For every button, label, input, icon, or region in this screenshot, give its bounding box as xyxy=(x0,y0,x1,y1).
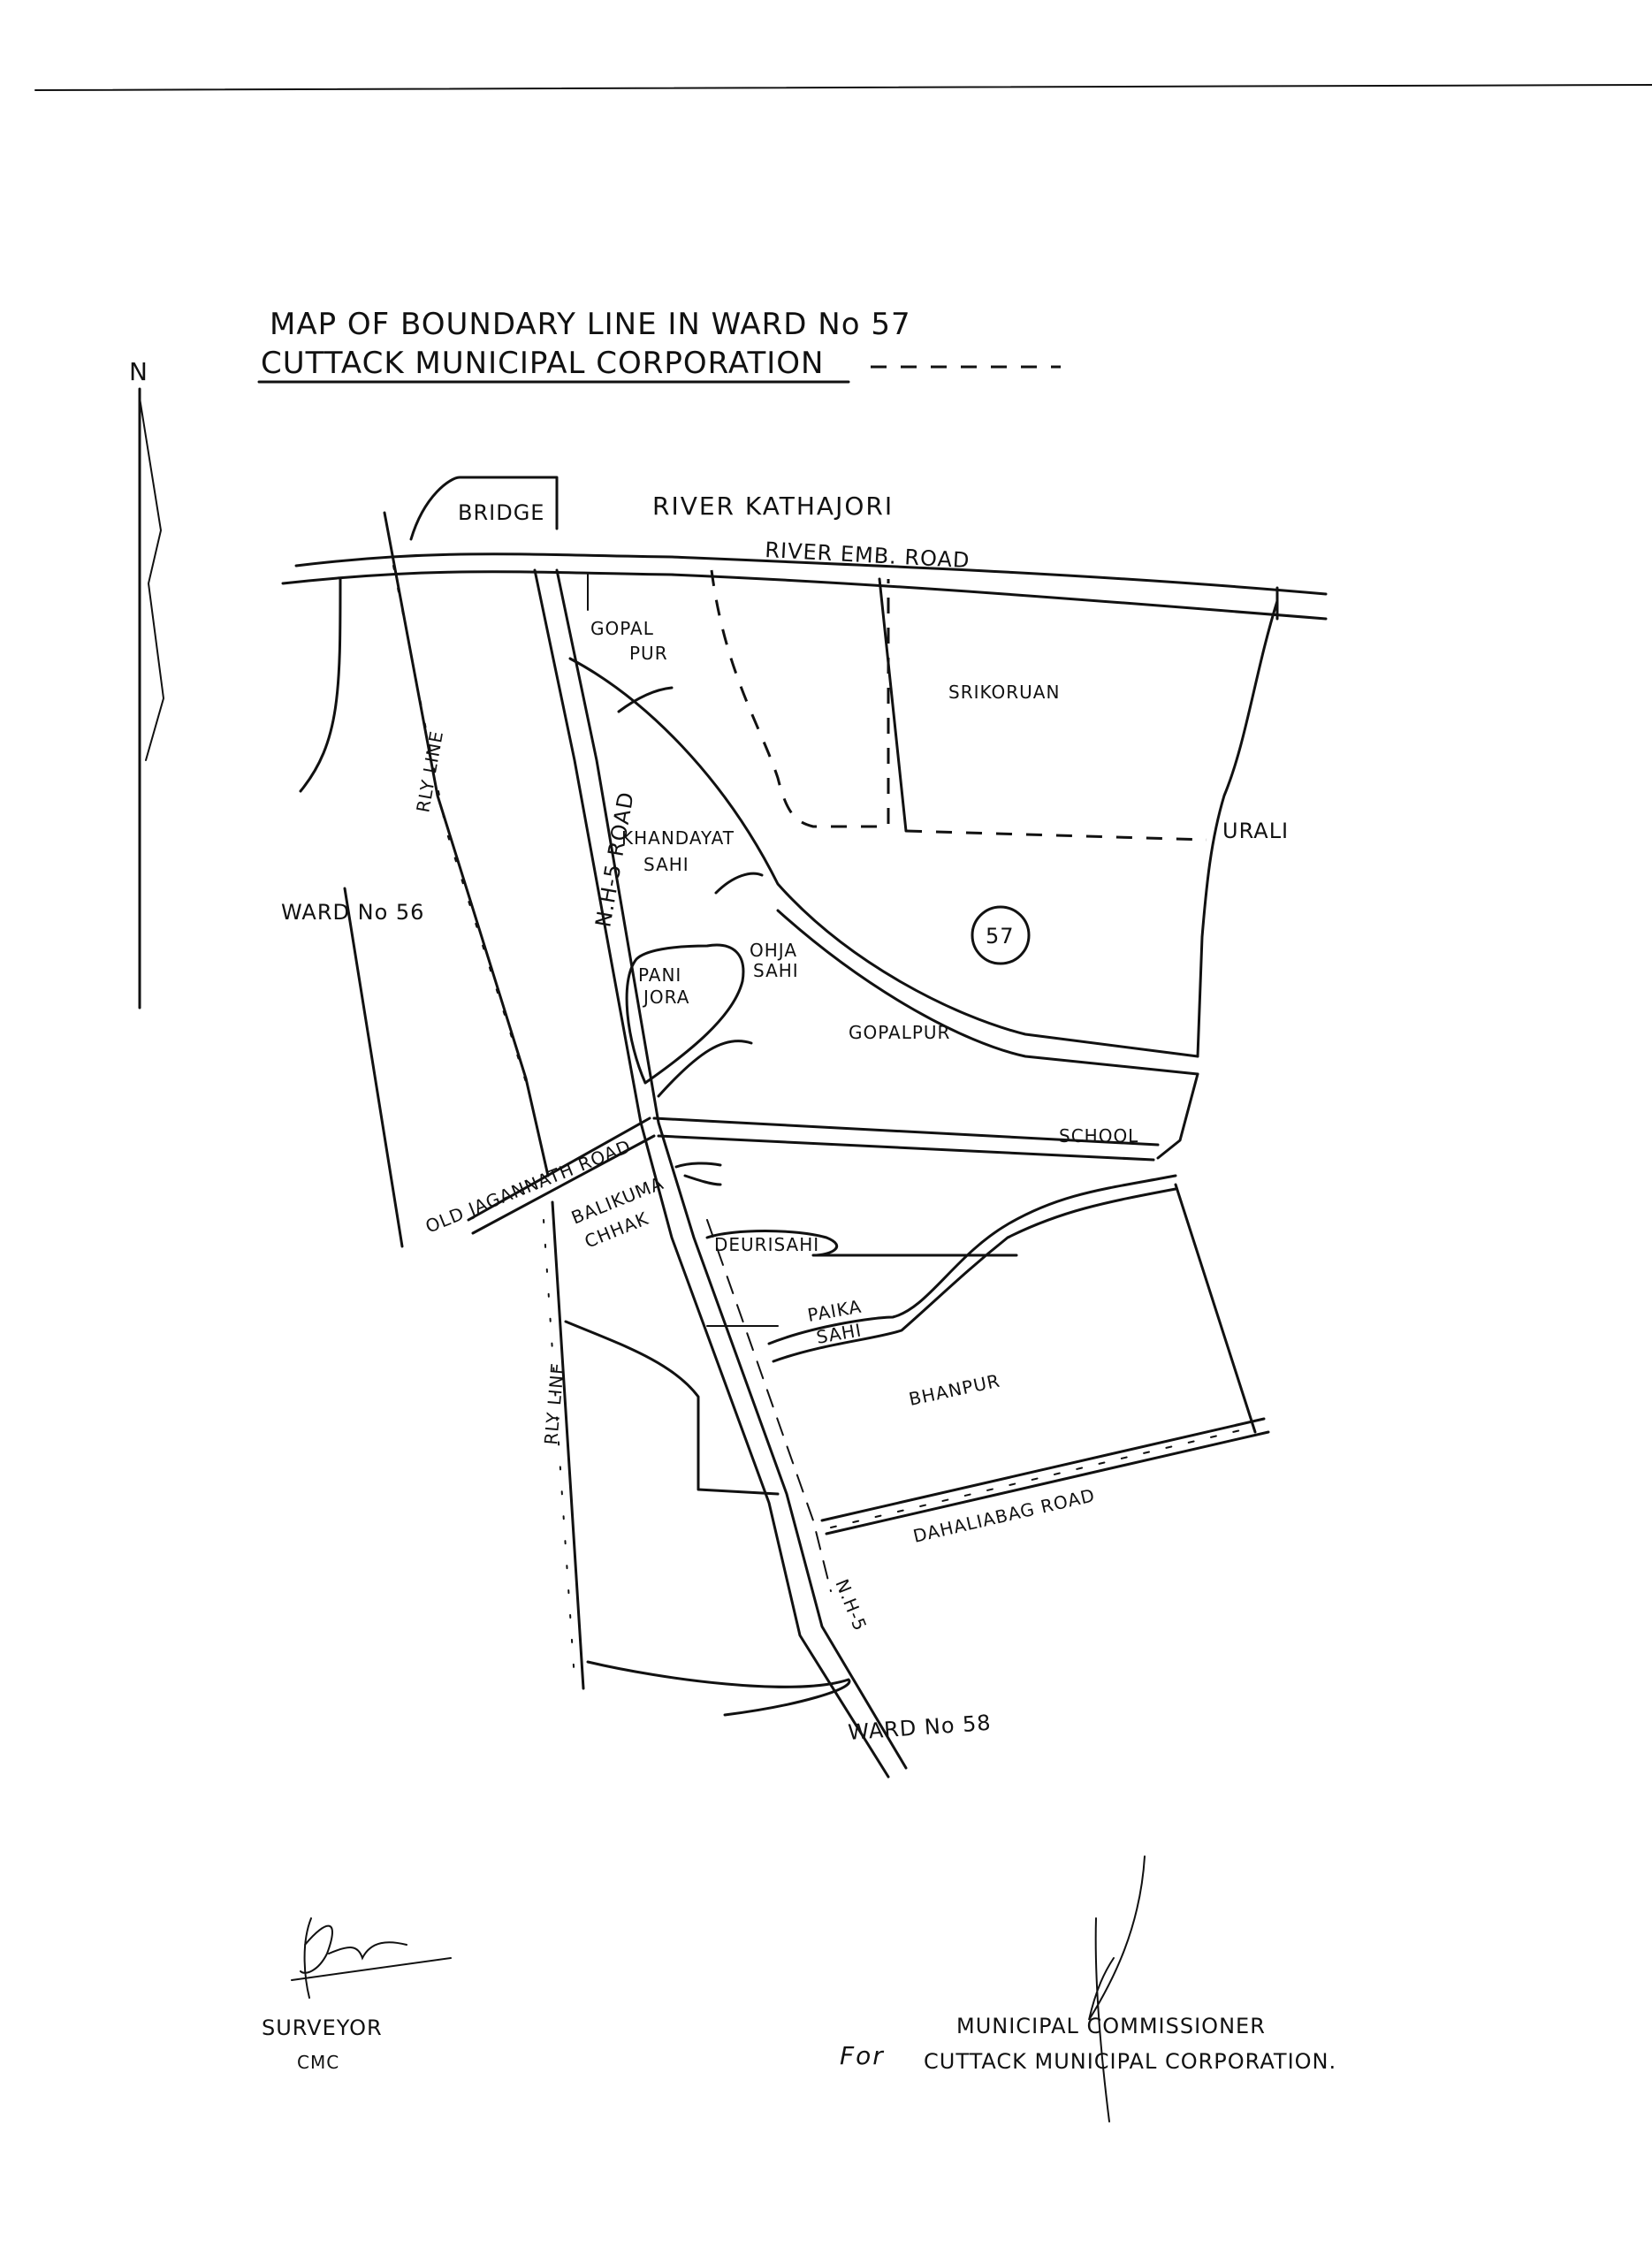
ohja-sahi-label-1: OHJA xyxy=(750,940,797,961)
dahaliabag-dots xyxy=(830,1426,1256,1528)
ward-east-boundary-lower xyxy=(1174,1183,1257,1434)
railway-line-bottom xyxy=(543,1200,585,1690)
ward-57-circle xyxy=(971,905,1031,965)
rly-line-bottom-label: RLY LINE xyxy=(540,1361,568,1445)
ward-56-label: WARD No 56 xyxy=(281,900,424,925)
urali-dashed-boundary xyxy=(905,829,1207,842)
school-road-south xyxy=(657,1134,1155,1162)
south-area-boundary xyxy=(586,1660,851,1717)
dahaliabag-road-south xyxy=(825,1430,1270,1535)
bhanpur-label: BHANPUR xyxy=(907,1370,1002,1410)
nh5-road-label: N.H-5 ROAD xyxy=(590,789,639,929)
river-road-edge-top xyxy=(294,552,1328,596)
khandayat-label-1: KHANDAYAT xyxy=(621,827,735,849)
gopalpur-dashed-boundary xyxy=(710,569,890,828)
ward-east-boundary-upper xyxy=(1196,599,1279,1058)
north-arrow-label: N xyxy=(129,357,149,386)
surveyor-signature xyxy=(291,1917,452,1999)
map-subtitle: CUTTACK MUNICIPAL CORPORATION xyxy=(261,346,824,381)
gopalpur-top-label-2: PUR xyxy=(629,643,668,664)
old-jagannath-road-south xyxy=(471,1134,656,1235)
srikoruan-label: SRIKORUAN xyxy=(948,682,1060,703)
river-road-label: RIVER EMB. ROAD xyxy=(765,537,971,573)
school-road-north xyxy=(652,1116,1160,1147)
surveyor-label: SURVEYOR xyxy=(262,2015,383,2040)
panijora-label-1: PANI xyxy=(638,964,681,986)
ward56-west-curve xyxy=(299,577,342,793)
river-label: RIVER KATHAJORI xyxy=(652,491,894,521)
map-title: MAP OF BOUNDARY LINE IN WARD No 57 xyxy=(270,307,911,342)
river-road-edge-bottom xyxy=(281,570,1328,621)
commissioner-org-label: CUTTACK MUNICIPAL CORPORATION. xyxy=(924,2049,1336,2074)
commissioner-label: MUNICIPAL COMMISSIONER xyxy=(956,2014,1266,2038)
bridge-label: BRIDGE xyxy=(458,500,544,525)
dahaliabag-road-north xyxy=(820,1417,1266,1522)
gopalpur-road-north xyxy=(568,657,1199,1058)
nh5-bottom-label: N.H-5 xyxy=(831,1576,871,1634)
ward-58-label: WARD No 58 xyxy=(847,1711,992,1745)
deurisahi-road xyxy=(705,1230,1018,1257)
west-area-boundary xyxy=(564,1320,780,1496)
commissioner-signature xyxy=(1088,1855,1146,2122)
paika-road-south xyxy=(772,1187,1177,1363)
nh5-road-east-edge xyxy=(555,568,908,1770)
ward56-boundary xyxy=(343,887,404,1248)
deurisahi-label: DEURISAHI xyxy=(714,1234,819,1255)
page-top-rule xyxy=(34,84,1652,91)
srikoruan-west xyxy=(878,577,908,833)
panijora-loop xyxy=(625,943,745,1085)
gopalpur-mid-label: GOPALPUR xyxy=(849,1022,950,1043)
railway-line-top xyxy=(383,511,550,1177)
ward-number-label: 57 xyxy=(986,924,1015,949)
old-jagannath-road-north xyxy=(467,1116,651,1222)
paika-road-north xyxy=(767,1174,1177,1345)
nh5-centre-dashes xyxy=(706,1219,832,1592)
panijora-label-2: JORA xyxy=(642,987,689,1008)
gopalpur-road-south xyxy=(776,909,1199,1076)
urali-label: URALI xyxy=(1222,819,1289,843)
nh5-road-west-edge xyxy=(533,568,890,1779)
bridge-outline xyxy=(409,476,559,541)
khandayat-label-2: SAHI xyxy=(643,854,689,875)
ward-east-boundary-mid xyxy=(1156,1072,1199,1160)
school-label: SCHOOL xyxy=(1059,1125,1138,1147)
surveyor-org-label: CMC xyxy=(297,2052,339,2073)
commissioner-prefix: For xyxy=(840,2041,885,2070)
north-arrow-icon: N xyxy=(129,357,165,1010)
gopalpur-top-label-1: GOPAL xyxy=(590,618,654,639)
rly-line-top-label: RLY LINE xyxy=(412,729,447,814)
old-jagannath-road-label: OLD JAGANNATH ROAD xyxy=(423,1135,635,1237)
ohja-sahi-label-2: SAHI xyxy=(753,960,799,981)
